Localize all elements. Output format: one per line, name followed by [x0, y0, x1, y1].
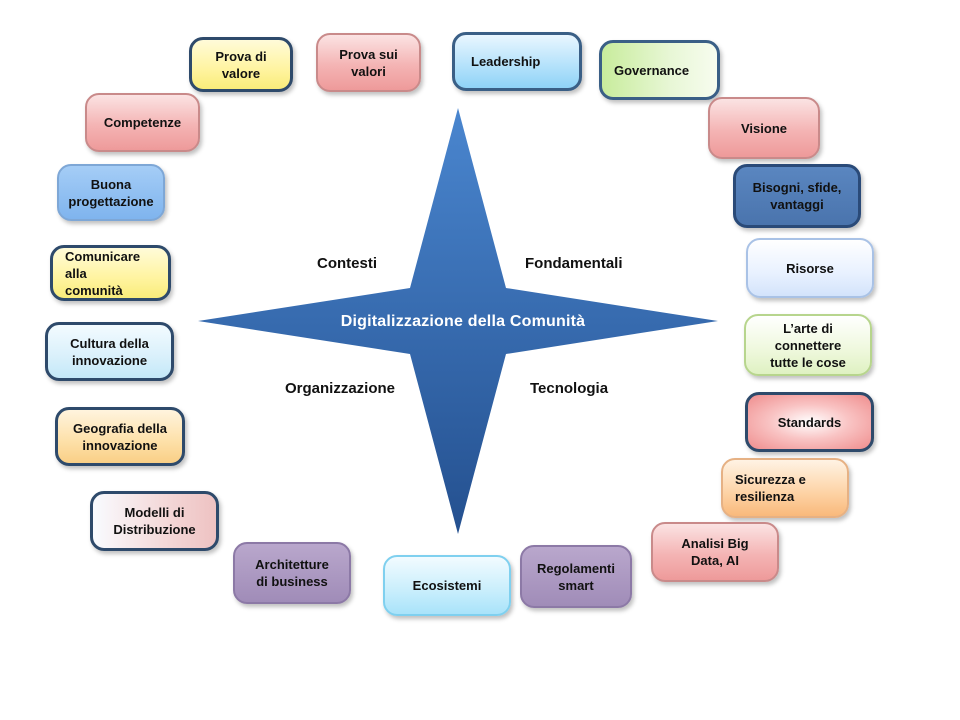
center-title: Digitalizzazione della Comunità [340, 313, 586, 330]
node-risorse: Risorse [746, 238, 874, 298]
node-leadership: Leadership [452, 32, 582, 91]
quadrant-organizzazione: Organizzazione [285, 380, 396, 397]
star-shape [198, 108, 718, 534]
quadrant-tecnologia: Tecnologia [530, 380, 609, 397]
node-ecosistemi: Ecosistemi [383, 555, 511, 616]
node-governance: Governance [599, 40, 720, 100]
node-standards: Standards [745, 392, 874, 452]
quadrant-contesti: Contesti [317, 255, 377, 272]
node-competenze: Competenze [85, 93, 200, 152]
quadrant-fondamentali: Fondamentali [525, 255, 623, 272]
node-visione: Visione [708, 97, 820, 159]
node-bisogni-sfide-vantaggi: Bisogni, sfide,vantaggi [733, 164, 861, 228]
